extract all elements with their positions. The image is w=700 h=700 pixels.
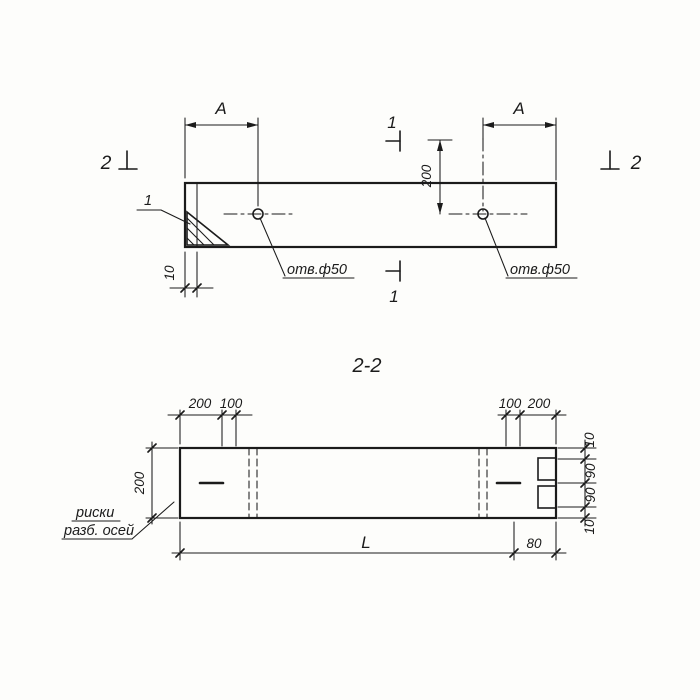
hole-right-text: отв.ф50 (510, 262, 570, 278)
hole-left (252, 208, 264, 220)
arrow-up (437, 140, 443, 151)
dim-80-label: 80 (526, 536, 542, 551)
dim-right-10-top: 10 (582, 432, 597, 448)
section-1-top-label: 1 (387, 113, 396, 132)
arrow-left (483, 122, 494, 128)
axes-note: риски разб. осей (61, 501, 175, 540)
dim-right-stack: 10 90 90 10 (557, 432, 598, 535)
groove-top (537, 457, 557, 481)
dim-left-200: 200 (132, 441, 179, 525)
dim-200-label: 200 (419, 164, 434, 188)
groove-bottom (537, 485, 557, 509)
dim-length: L 80 (171, 521, 567, 561)
hole-label-right: отв.ф50 (484, 217, 578, 279)
dim-10-label: 10 (162, 265, 177, 281)
section-mark-1-bottom: 1 (385, 260, 401, 306)
dim-10: 10 (162, 251, 214, 298)
dim-right-90-bottom: 90 (583, 487, 598, 503)
dim-left-200-label: 200 (132, 471, 147, 495)
dim-a-right-label: A (512, 99, 524, 118)
hole-left-text: отв.ф50 (287, 262, 347, 278)
dim-top-left: 200 100 (167, 396, 253, 447)
section-1-bottom-label: 1 (389, 287, 398, 306)
section-view: 2-2 200 100 (61, 355, 598, 561)
dim-right-10-bottom: 10 (582, 519, 597, 535)
section-mark-1-top: 1 (385, 113, 401, 152)
detail-callout: 1 (136, 193, 191, 225)
dim-top-left-200: 200 (188, 396, 212, 411)
section-2-left-label: 2 (100, 153, 112, 174)
dim-200-vertical: 200 (419, 139, 453, 215)
axes-note-line2: разб. осей (63, 523, 134, 539)
dim-top-right: 100 200 (497, 396, 567, 447)
dim-top-right-100: 100 (499, 396, 522, 411)
detail-callout-label: 1 (144, 193, 152, 209)
dim-top-left-100: 100 (220, 396, 243, 411)
section-outline (178, 446, 558, 520)
section-mark-2-left: 2 (100, 150, 138, 174)
axes-note-line1: риски (75, 505, 114, 521)
dim-a-right: A (482, 99, 557, 181)
section-title: 2-2 (352, 355, 382, 377)
axes-note-leader (131, 501, 175, 540)
section-mark-2-right: 2 (600, 150, 642, 174)
arrow-down (437, 203, 443, 214)
arrow-right (247, 122, 258, 128)
dim-a-left-label: A (214, 99, 226, 118)
dim-right-90-top: 90 (583, 463, 598, 479)
beam-outline (183, 181, 558, 249)
arrow-right (545, 122, 556, 128)
dim-top-right-200: 200 (527, 396, 551, 411)
dim-length-label: L (361, 533, 370, 552)
plan-view: 1 A A 1 (100, 99, 642, 306)
corner-detail-triangle (186, 210, 231, 246)
dim-a-left: A (184, 99, 259, 207)
arrow-left (185, 122, 196, 128)
hole-right (477, 208, 489, 220)
section-2-right-label: 2 (630, 153, 642, 174)
hole-label-left: отв.ф50 (259, 217, 355, 279)
